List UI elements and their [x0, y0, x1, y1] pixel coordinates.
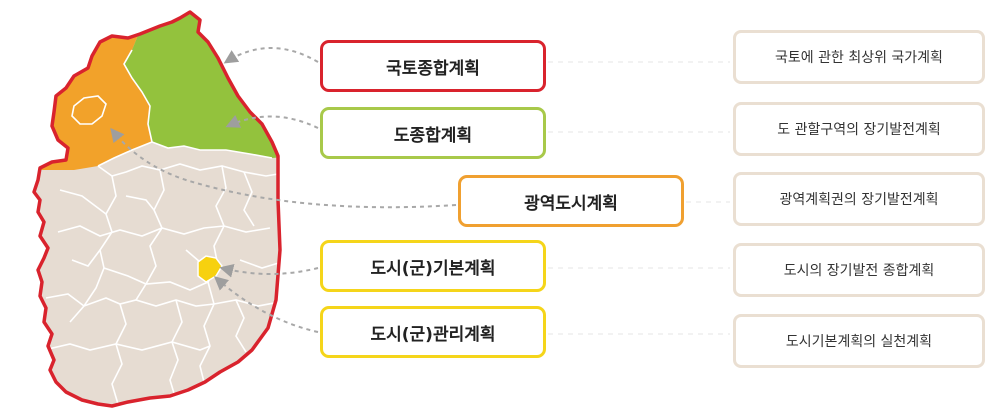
plan-city-basic-label: 도시(군)기본계획 — [370, 258, 496, 279]
city-region — [197, 255, 223, 283]
plan-metro: 광역도시계획 — [458, 175, 684, 227]
desc-metro: 광역계획권의 장기발전계획 — [733, 172, 985, 226]
arrow-metro — [110, 127, 457, 209]
province-region — [124, 12, 280, 158]
plan-provincial: 도종합계획 — [320, 107, 546, 159]
province-map — [32, 10, 282, 408]
arrow-provincial — [225, 114, 319, 129]
plan-city-management: 도시(군)관리계획 — [320, 306, 546, 358]
plan-city-basic: 도시(군)기본계획 — [320, 240, 546, 292]
plan-national: 국토종합계획 — [320, 40, 546, 92]
plan-national-label: 국토종합계획 — [386, 58, 480, 79]
desc-metro-text: 광역계획권의 장기발전계획 — [779, 192, 939, 208]
desc-city-basic: 도시의 장기발전 종합계획 — [733, 243, 985, 297]
desc-city-basic-text: 도시의 장기발전 종합계획 — [783, 263, 935, 279]
arrow-national — [223, 47, 319, 64]
desc-city-management: 도시기본계획의 실천계획 — [733, 314, 985, 368]
desc-provincial: 도 관할구역의 장기발전계획 — [733, 102, 985, 156]
desc-national: 국토에 관한 최상위 국가계획 — [733, 30, 985, 84]
desc-national-text: 국토에 관한 최상위 국가계획 — [775, 50, 943, 66]
plan-city-management-label: 도시(군)관리계획 — [370, 324, 496, 345]
plan-metro-label: 광역도시계획 — [524, 193, 618, 214]
desc-city-management-text: 도시기본계획의 실천계획 — [785, 334, 933, 350]
plan-provincial-label: 도종합계획 — [393, 125, 473, 146]
desc-provincial-text: 도 관할구역의 장기발전계획 — [777, 122, 941, 138]
arrow-city-basic — [219, 263, 319, 278]
arrow-city-management — [213, 276, 319, 333]
metro-city-outline — [71, 95, 107, 125]
map-outline — [32, 10, 282, 408]
